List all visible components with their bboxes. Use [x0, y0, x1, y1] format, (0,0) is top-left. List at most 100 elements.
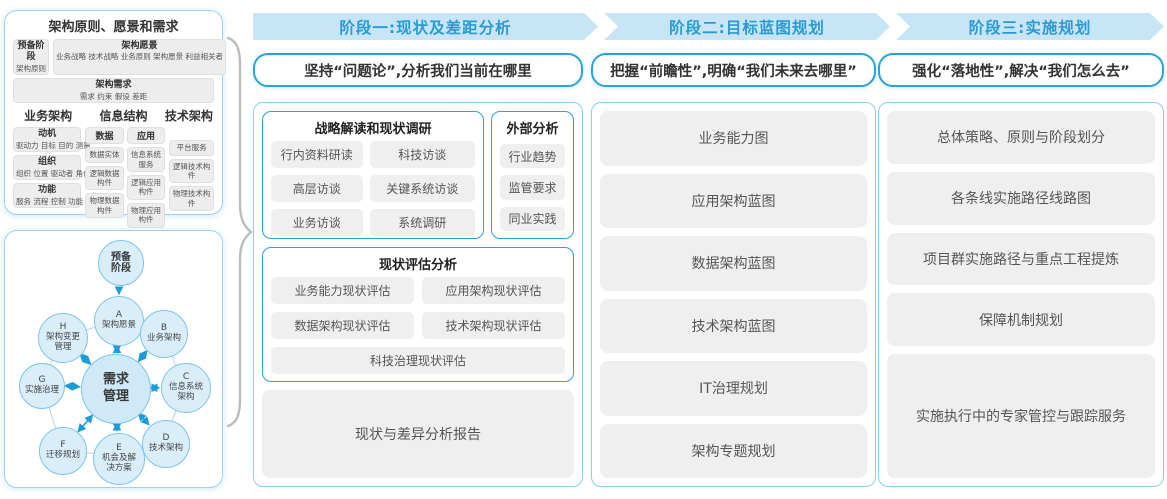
prep-vision-row: 预备阶段 架构原则 架构愿景 业务战略 技术战略 业务原则 架构愿景 利益相关者: [13, 39, 227, 76]
column-headers: 业务架构 信息结构 技术架构: [13, 107, 214, 124]
assessment-group: 现状评估分析 业务能力现状评估 应用架构现状评估 数据架构现状评估 技术架构现状…: [262, 247, 574, 382]
business-arch-header: 业务架构: [24, 109, 73, 124]
application-item: 逻辑应用构件: [126, 175, 166, 200]
assessment-item: 数据架构现状评估: [271, 312, 414, 339]
external-group-title: 外部分析: [506, 122, 559, 137]
data-item: 物理数据构件: [85, 193, 124, 219]
adm-prelim-label: 预备阶段: [111, 251, 131, 275]
phase-3-subtitle: 强化“落地性”,解决“我们怎么去”: [878, 53, 1164, 87]
phase-2-subtitle: 把握“前瞻性”,明确“我们未来去哪里”: [591, 53, 876, 87]
adm-node-e: E 机会及解决方案: [93, 433, 145, 485]
assessment-item: 技术架构现状评估: [422, 312, 565, 339]
adm-node-a: A 架构愿景: [94, 296, 144, 346]
strategy-research-group: 战略解读和现状调研 行内资料研读 科技访谈 高层访谈 关键系统访谈 业务访谈 系…: [262, 111, 484, 239]
data-header: 数据: [85, 127, 124, 145]
information-structure-header: 信息结构: [99, 109, 148, 124]
organization-box: 组织 组织 位置 驱动者 角色: [13, 155, 91, 181]
strategy-item: 业务访谈: [271, 209, 363, 236]
phase-2-item: 数据架构蓝图: [600, 236, 867, 291]
phase-3-item: 项目群实施路径与重点工程提炼: [887, 232, 1155, 286]
technical-arch-header: 技术架构: [164, 109, 213, 124]
phase-3-item: 保障机制规划: [887, 293, 1155, 346]
strategy-item: 行内资料研读: [271, 141, 363, 168]
phase-2-header: 阶段二:目标蓝图规划: [604, 13, 890, 40]
architecture-principles-panel: 架构原则、愿景和需求 预备阶段 架构原则 架构愿景 业务战略 技术战略 业务原则…: [4, 10, 227, 266]
data-item: 逻辑数据构件: [85, 165, 124, 191]
prep-title: 预备阶段: [17, 41, 45, 63]
information-column: 数据 数据实体 逻辑数据构件 物理数据构件 应用 信息系统服务 逻辑应用构件 物…: [85, 127, 166, 228]
gap-analysis-report-box: 现状与差异分析报告: [262, 390, 574, 478]
assessment-group-title: 现状评估分析: [378, 258, 457, 273]
adm-prelim-circle: 预备阶段: [98, 240, 144, 286]
adm-node-b: B 业务架构: [140, 310, 188, 358]
organization-sub: 组织 位置 驱动者 角色: [16, 168, 91, 178]
strategy-items-grid: 行内资料研读 科技访谈 高层访谈 关键系统访谈 业务访谈 系统调研: [271, 141, 475, 236]
assessment-item: 应用架构现状评估: [422, 277, 565, 304]
panel-title: 架构原则、愿景和需求: [48, 20, 179, 35]
phase-3-header-label: 阶段三:实施规划: [968, 18, 1092, 37]
adm-node-c: C 信息系统架构: [161, 363, 211, 413]
external-analysis-group: 外部分析 行业趋势 监管要求 同业实践: [491, 111, 574, 239]
assessment-item: 业务能力现状评估: [271, 277, 414, 304]
arch-requirements-box: 架构需求 需求 约束 假设 差距: [13, 78, 214, 104]
data-item: 数据实体: [85, 147, 124, 163]
strategy-item: 系统调研: [369, 209, 475, 236]
function-title: 功能: [38, 185, 57, 196]
architecture-columns: 动机 驱动力 目标 目的 测量 组织 组织 位置 驱动者 角色 功能 服务 流程…: [13, 127, 214, 228]
strategy-group-title: 战略解读和现状调研: [314, 122, 432, 137]
strategy-item: 关键系统访谈: [369, 175, 475, 202]
req-sub: 需求 约束 假设 差距: [79, 91, 148, 101]
motivation-title: 动机: [38, 129, 57, 140]
phase-3-header: 阶段三:实施规划: [896, 13, 1164, 40]
prep-phase-box: 预备阶段 架构原则: [13, 39, 49, 76]
technology-column: 平台服务 逻辑技术构件 物理技术构件: [169, 127, 214, 227]
external-item: 同业实践: [500, 206, 565, 231]
application-subcolumn: 应用 信息系统服务 逻辑应用构件 物理应用构件: [126, 127, 166, 228]
prep-sub: 架构原则: [16, 63, 46, 73]
phase-3-item: 实施执行中的专家管控与跟踪服务: [887, 354, 1155, 478]
adm-center-circle: 需求管理: [81, 354, 151, 424]
phase-2-item: 应用架构蓝图: [600, 173, 867, 228]
technology-item: 平台服务: [169, 140, 214, 156]
adm-node-d: D 技术架构: [142, 420, 190, 468]
arch-vision-box: 架构愿景 业务战略 技术战略 业务原则 架构愿景 利益相关者: [53, 39, 227, 76]
adm-center-label: 需求管理: [102, 372, 129, 404]
data-subcolumn: 数据 数据实体 逻辑数据构件 物理数据构件: [85, 127, 124, 227]
external-item: 行业趋势: [500, 144, 565, 169]
phase-2-content: 业务能力图 应用架构蓝图 数据架构蓝图 技术架构蓝图 IT治理规划 架构专题规划: [591, 102, 876, 487]
phase-2-header-label: 阶段二:目标蓝图规划: [669, 18, 825, 37]
brace-icon: [226, 36, 253, 428]
assessment-item: 科技治理现状评估: [271, 347, 565, 374]
technology-item: 逻辑技术构件: [169, 158, 214, 184]
vision-sub: 业务战略 技术战略 业务原则 架构愿景 利益相关者: [56, 52, 224, 62]
organization-title: 组织: [38, 157, 57, 168]
motivation-box: 动机 驱动力 目标 目的 测量: [13, 127, 91, 153]
assessment-items-grid: 业务能力现状评估 应用架构现状评估 数据架构现状评估 技术架构现状评估: [271, 277, 565, 339]
phase-1-header: 阶段一:现状及差距分析: [253, 13, 598, 40]
adm-node-h: H 架构变更管理: [38, 313, 88, 363]
phase-1-subtitle: 坚持“问题论”,分析我们当前在哪里: [253, 53, 583, 87]
business-column: 动机 驱动力 目标 目的 测量 组织 组织 位置 驱动者 角色 功能 服务 流程…: [13, 127, 91, 227]
external-item: 监管要求: [500, 175, 565, 200]
phase-2-item: 业务能力图: [600, 111, 867, 166]
function-box: 功能 服务 流程 控制 功能: [13, 183, 84, 209]
phase-1-top-row: 战略解读和现状调研 行内资料研读 科技访谈 高层访谈 关键系统访谈 业务访谈 系…: [262, 111, 574, 239]
req-title: 架构需求: [95, 80, 132, 91]
phase-2-item: IT治理规划: [600, 361, 867, 416]
phase-1-header-label: 阶段一:现状及差距分析: [339, 18, 512, 37]
adm-cycle-panel: 预备阶段 需求管理 A 架构愿景 B 业务架构 C 信息系统架构 D 技术架构 …: [4, 230, 223, 488]
phase-3-item: 总体策略、原则与阶段划分: [887, 111, 1155, 164]
strategy-item: 科技访谈: [369, 141, 475, 168]
phase-1-content: 战略解读和现状调研 行内资料研读 科技访谈 高层访谈 关键系统访谈 业务访谈 系…: [253, 102, 583, 487]
function-sub: 服务 流程 控制 功能: [16, 196, 84, 206]
technology-item: 物理技术构件: [169, 186, 214, 212]
phase-2-item: 技术架构蓝图: [600, 298, 867, 353]
phase-2-item: 架构专题规划: [600, 423, 867, 478]
strategy-item: 高层访谈: [271, 175, 363, 202]
adm-node-g: G 实施治理: [19, 363, 65, 409]
application-item: 物理应用构件: [126, 202, 166, 228]
vision-title: 架构愿景: [121, 41, 158, 51]
phase-3-content: 总体策略、原则与阶段划分 各条线实施路径线路图 项目群实施路径与重点工程提炼 保…: [878, 102, 1164, 487]
application-header: 应用: [126, 127, 166, 145]
